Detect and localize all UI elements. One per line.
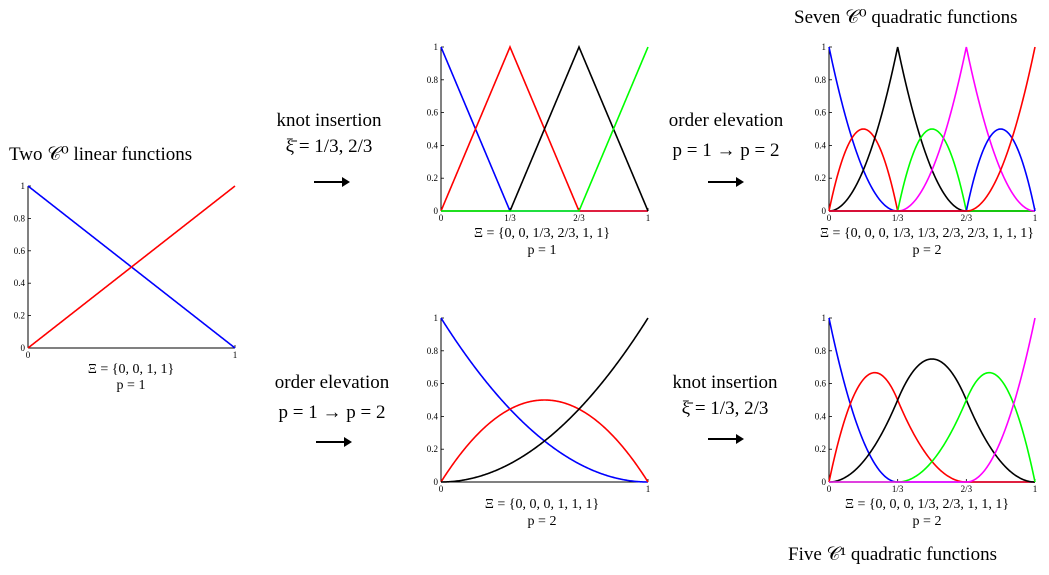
- y-tick-label: 0: [822, 477, 827, 487]
- y-tick-label: 1: [21, 181, 26, 191]
- caption-knots-3: Ξ = {0, 0, 0, 1, 1, 1}: [484, 497, 600, 512]
- op2-top-label: order elevation: [668, 110, 784, 131]
- caption-degree-4: p = 2: [912, 514, 942, 529]
- initial-linear-plot: 0 0.2 0.4 0.6 0.8 1 0 1: [14, 181, 238, 360]
- x-tick-label: 2/3: [573, 213, 585, 223]
- op2-top-values: p = 1 → p = 2: [672, 140, 780, 161]
- caption-degree-1: p = 1: [527, 243, 557, 258]
- x-tick-label: 1: [1033, 213, 1038, 223]
- op1-bottom-values: p = 1 → p = 2: [278, 402, 386, 423]
- y-tick-label: 1: [822, 42, 827, 52]
- caption-degree-0: p = 1: [116, 378, 146, 393]
- y-tick-label: 0.8: [427, 346, 439, 356]
- caption-degree-3: p = 2: [527, 514, 557, 529]
- x-tick-label: 1: [233, 350, 238, 360]
- x-tick-label: 2/3: [961, 484, 973, 494]
- y-tick-label: 0.6: [815, 108, 827, 118]
- x-tick-label: 0: [439, 213, 444, 223]
- y-tick-label: 0.4: [815, 140, 827, 150]
- y-tick-label: 0: [822, 206, 827, 216]
- basis-function-5: [829, 317, 1036, 483]
- x-tick-label: 0: [827, 213, 832, 223]
- y-tick-label: 1: [434, 313, 439, 323]
- right-arrow-icon: [708, 177, 744, 187]
- basis-function-1: [828, 317, 1035, 483]
- y-tick-label: 0.8: [815, 75, 827, 85]
- caption-knots-2: Ξ = {0, 0, 0, 1/3, 1/3, 2/3, 2/3, 1, 1, …: [820, 226, 1034, 241]
- basis-function-7: [829, 46, 1036, 212]
- op2-bottom-values: ξ̄ = 1/3, 2/3: [681, 398, 769, 419]
- x-tick-label: 0: [827, 484, 832, 494]
- caption-knots-0: Ξ = {0, 0, 1, 1}: [87, 362, 175, 377]
- y-tick-label: 0.2: [14, 311, 25, 321]
- y-tick-label: 0.4: [427, 411, 439, 421]
- knot-inserted-plot: 0 0.2 0.4 0.6 0.8 1 0 1/3 2/3 1: [427, 42, 651, 223]
- right-arrow-icon: [314, 177, 350, 187]
- op1-bottom-label: order elevation: [274, 372, 390, 393]
- top-right-title: Seven 𝒞⁰ quadratic functions: [794, 7, 1018, 28]
- basis-function-3: [441, 317, 649, 483]
- y-tick-label: 0.6: [427, 108, 439, 118]
- left-title: Two 𝒞⁰ linear functions: [9, 144, 193, 165]
- x-tick-label: 2/3: [961, 213, 973, 223]
- y-tick-label: 0.2: [815, 444, 826, 454]
- x-tick-label: 1: [646, 484, 651, 494]
- y-tick-label: 0.4: [14, 278, 26, 288]
- op2-bottom-label: knot insertion: [672, 372, 778, 393]
- caption-knots-4: Ξ = {0, 0, 0, 1/3, 2/3, 1, 1, 1}: [844, 497, 1010, 512]
- x-tick-label: 1: [646, 213, 651, 223]
- y-tick-label: 0.8: [815, 346, 827, 356]
- y-tick-label: 1: [822, 313, 827, 323]
- x-tick-label: 1: [1033, 484, 1038, 494]
- basis-function-4: [441, 46, 649, 212]
- x-tick-label: 1/3: [892, 213, 904, 223]
- y-tick-label: 0: [21, 343, 26, 353]
- x-tick-label: 0: [26, 350, 31, 360]
- x-tick-label: 0: [439, 484, 444, 494]
- y-tick-label: 0.2: [427, 444, 438, 454]
- right-arrow-icon: [316, 437, 352, 447]
- bottom-right-title: Five 𝒞¹ quadratic functions: [788, 544, 997, 565]
- op1-top-label: knot insertion: [276, 110, 382, 131]
- order-then-knot-plot: 0 0.2 0.4 0.6 0.8 1 0 1/3 2/3 1: [815, 313, 1038, 494]
- y-tick-label: 0.6: [427, 379, 439, 389]
- y-tick-label: 0.4: [427, 140, 439, 150]
- x-tick-label: 1/3: [504, 213, 516, 223]
- x-tick-label: 1/3: [892, 484, 904, 494]
- knot-then-order-plot: 0 0.2 0.4 0.6 0.8 1 0 1/3 2/3 1: [815, 42, 1038, 223]
- y-tick-label: 0: [434, 206, 439, 216]
- y-tick-label: 0.2: [427, 173, 438, 183]
- op1-top-values: ξ̄ = 1/3, 2/3: [285, 136, 373, 157]
- basis-function-3: [828, 358, 1036, 483]
- y-tick-label: 0.2: [815, 173, 826, 183]
- caption-degree-2: p = 2: [912, 243, 942, 258]
- order-elevated-plot: 0 0.2 0.4 0.6 0.8 1 0 1: [427, 313, 651, 494]
- y-tick-label: 0.6: [815, 379, 827, 389]
- basis-function-3: [441, 44, 649, 212]
- right-arrow-icon: [708, 434, 744, 444]
- basis-function-2: [440, 399, 649, 483]
- y-tick-label: 1: [434, 42, 439, 52]
- y-tick-label: 0: [434, 477, 439, 487]
- caption-knots-1: Ξ = {0, 0, 1/3, 2/3, 1, 1}: [473, 226, 611, 241]
- y-tick-label: 0.6: [14, 246, 26, 256]
- y-tick-label: 0.8: [427, 75, 439, 85]
- basis-function-2: [27, 185, 236, 349]
- y-tick-label: 0.8: [14, 213, 26, 223]
- y-tick-label: 0.4: [815, 411, 827, 421]
